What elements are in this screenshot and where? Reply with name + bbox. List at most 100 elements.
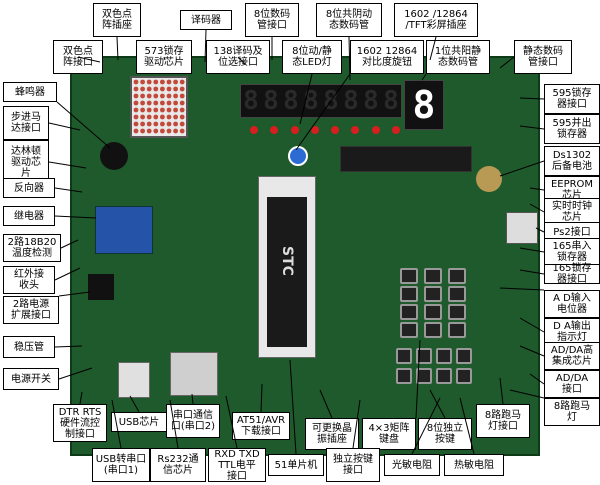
- matrix-dot: [146, 107, 152, 113]
- matrix-dot: [153, 121, 159, 127]
- label-relay: 继电器: [3, 206, 55, 226]
- seven-seg-digit: 8: [363, 86, 379, 116]
- seven-seg-digit: 8: [323, 86, 339, 116]
- lcd-header: [340, 146, 472, 172]
- label-latch165-socket: 165锁存 器接口: [544, 263, 600, 285]
- label-buzzer: 蜂鸣器: [3, 82, 57, 102]
- label-latch595: 595锁存 器接口: [544, 84, 600, 114]
- matrix-dot: [179, 121, 185, 127]
- matrix-dot: [133, 93, 139, 99]
- label-latch573: 573锁存 驱动芯片: [136, 40, 192, 74]
- matrix-dot: [160, 86, 165, 92]
- matrix-key: [400, 286, 418, 302]
- seven-seg-digit: 8: [343, 86, 359, 116]
- matrix-dot: [153, 86, 159, 92]
- independent-key: [456, 348, 472, 364]
- mcu-chip: STC: [267, 197, 307, 347]
- matrix-dot: [153, 79, 159, 85]
- matrix-dot: [153, 100, 159, 106]
- independent-key: [396, 368, 412, 384]
- seven-seg-digit: 8: [263, 86, 279, 116]
- led-light: [290, 126, 299, 134]
- matrix-dot: [173, 93, 178, 99]
- matrix-dot: [179, 100, 185, 106]
- label-darlington: 达林顿 驱动芯 片: [3, 140, 49, 184]
- label-lcd-socket: 1602 /12864 /TFT彩屏插座: [394, 3, 478, 37]
- matrix-dot: [160, 107, 165, 113]
- matrix-dot: [146, 86, 152, 92]
- led-light: [371, 126, 380, 134]
- independent-key: [456, 368, 472, 384]
- single-digit-glyph: 8: [412, 83, 436, 127]
- matrix-dot: [160, 114, 165, 120]
- label-decoder138: 138译码及 位选接口: [206, 40, 270, 74]
- dot-matrix-module: [130, 76, 188, 138]
- label-key-socket: 独立按键 接口: [326, 448, 380, 482]
- matrix-dot: [166, 86, 172, 92]
- led-row: [250, 126, 400, 136]
- label-rxd-txd: RXD TXD TTL电平 接口: [208, 448, 266, 482]
- matrix-dot: [133, 121, 139, 127]
- label-adc-pot: A D输入 电位器: [544, 290, 600, 318]
- label-decoder: 译码器: [180, 10, 232, 30]
- label-dtr-rts: DTR RTS 硬件流控 制接口: [53, 404, 107, 442]
- label-usb-serial1: USB转串口 (串口1): [92, 448, 150, 482]
- matrix-dot: [133, 128, 139, 134]
- matrix-dot: [146, 79, 152, 85]
- matrix-key: [424, 322, 442, 338]
- label-marquee-socket: 8路跑马 灯接口: [476, 404, 530, 438]
- seven-seg-digit: 8: [243, 86, 259, 116]
- label-lcd-contrast: 1602 12864 对比度旋钮: [350, 40, 424, 74]
- ps2-port: [506, 212, 538, 244]
- matrix-dot: [133, 100, 139, 106]
- usb-port: [118, 362, 150, 398]
- independent-key: [436, 368, 452, 384]
- label-led8: 8位动/静 态LED灯: [282, 40, 342, 74]
- matrix-key: [400, 322, 418, 338]
- matrix-dot: [160, 128, 165, 134]
- matrix-dot: [146, 114, 152, 120]
- seven-seg-digit: 8: [383, 86, 399, 116]
- matrix-dot: [153, 93, 159, 99]
- label-latch595-out: 595并出 锁存器: [544, 114, 600, 144]
- key-matrix: [400, 268, 470, 338]
- label-da-led: D A输出 指示灯: [544, 318, 600, 346]
- label-seg8-socket: 8位数码 管接口: [245, 3, 299, 37]
- matrix-dot: [173, 128, 178, 134]
- matrix-dot: [133, 79, 139, 85]
- label-marquee: 8路跑马 灯: [544, 398, 600, 426]
- label-stepper: 步进马 达接口: [3, 106, 49, 140]
- label-usb-chip: USB芯片: [111, 412, 167, 432]
- matrix-dot: [173, 86, 178, 92]
- matrix-dot: [160, 121, 165, 127]
- pot: [288, 146, 308, 166]
- label-static-seg-socket: 静态数码 管接口: [514, 40, 572, 74]
- matrix-dot: [179, 114, 185, 120]
- matrix-dot: [140, 128, 145, 134]
- matrix-key: [448, 322, 466, 338]
- label-mcu51: 51单片机: [268, 454, 324, 476]
- single-seven-seg: 8: [404, 80, 444, 130]
- matrix-dot: [146, 121, 152, 127]
- matrix-dot: [166, 93, 172, 99]
- matrix-dot: [166, 100, 172, 106]
- matrix-dot: [146, 93, 152, 99]
- matrix-key: [448, 286, 466, 302]
- matrix-key: [424, 286, 442, 302]
- matrix-dot: [160, 79, 165, 85]
- label-crystal: 可更换晶 振插座: [305, 418, 359, 450]
- label-seg8-static-cathode: 8位共阴动 态数码管: [316, 3, 382, 37]
- matrix-key: [400, 268, 418, 284]
- label-serial2: 串口通信 口(串口2): [166, 404, 220, 438]
- led-light: [250, 126, 258, 134]
- matrix-key: [448, 304, 466, 320]
- independent-key: [436, 348, 452, 364]
- matrix-dot: [173, 121, 178, 127]
- coin-battery: [476, 166, 502, 192]
- mcu-socket: STC: [258, 176, 316, 358]
- label-ir: 红外接 收头: [3, 266, 55, 294]
- label-matrix-kb: 4×3矩阵 键盘: [362, 418, 416, 450]
- matrix-dot: [140, 121, 145, 127]
- matrix-dot: [140, 107, 145, 113]
